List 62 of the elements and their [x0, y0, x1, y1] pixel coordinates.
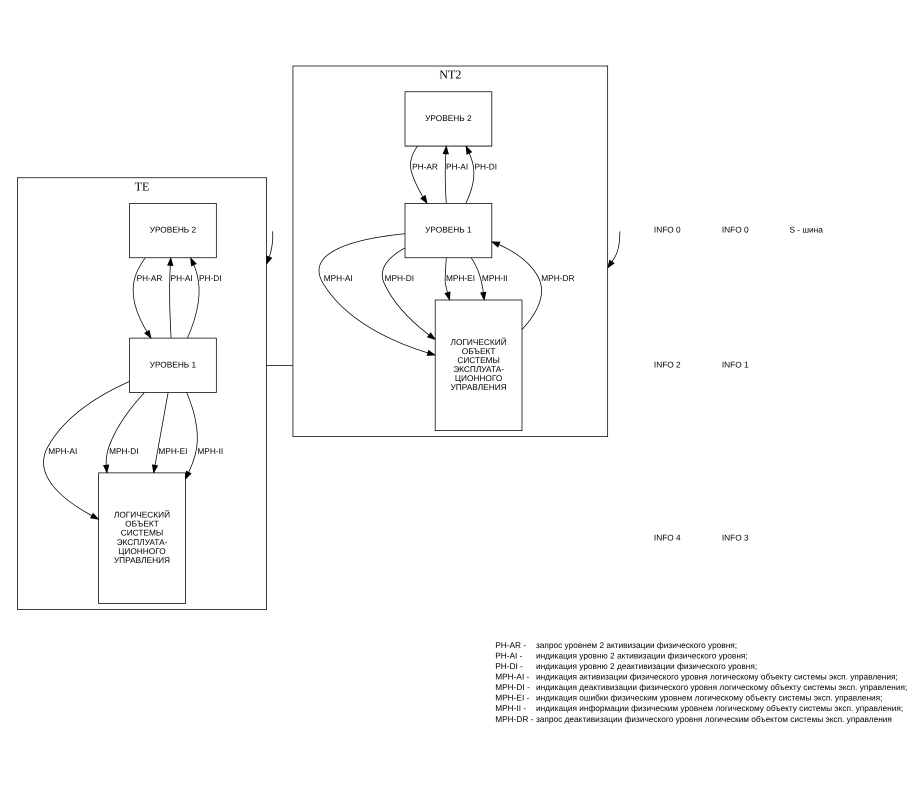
label: MPH-EI - — [495, 692, 530, 703]
label: INFO 0 — [722, 224, 749, 235]
arrow — [444, 258, 450, 302]
arrow — [152, 392, 168, 474]
edge-label: MPH-DR — [541, 273, 574, 284]
arrow — [132, 258, 152, 340]
edge-label: MPH-II — [482, 273, 508, 284]
label: запрос деактивизации физического уровня логическим объектом системы эксп. управления — [536, 714, 892, 724]
label: MPH-AI - — [495, 672, 530, 682]
arrow — [266, 231, 274, 266]
arrow — [470, 258, 486, 302]
connector — [266, 364, 294, 366]
arrow — [318, 233, 436, 356]
node-box: УРОВЕНЬ 1 — [404, 203, 492, 258]
label: MPH-DI - — [495, 682, 530, 692]
label: INFO 1 — [722, 359, 749, 370]
arrow — [43, 381, 130, 520]
arrow — [607, 231, 620, 269]
label: индикация деактивизации физического уровня логическому объекту системы эксп. управления; — [536, 682, 908, 692]
arrow — [184, 392, 198, 480]
label: PH-AI - — [495, 650, 522, 660]
edge-label: PH-DI — [198, 273, 222, 284]
arrow — [442, 145, 449, 204]
arrow — [382, 247, 436, 340]
arrow — [490, 241, 542, 330]
edge-label: MPH-DI — [384, 273, 414, 284]
label: индикация уровню 2 деактивизации физического уровня; — [536, 660, 758, 671]
edge-label: MPH-AI — [48, 446, 78, 456]
edge-label: MPH-EI — [446, 273, 476, 284]
edge-label: PH-AI — [446, 161, 468, 172]
edge-label: MPH-AI — [324, 273, 353, 284]
edge-label: PH-AI — [170, 273, 193, 284]
node-box: УРОВЕНЬ 2 — [129, 203, 217, 258]
label: PH-AR - — [495, 640, 526, 650]
node-box: УРОВЕНЬ 2 — [404, 91, 492, 146]
edge-label: PH-DI — [474, 161, 498, 172]
arrow — [187, 256, 200, 339]
arrow — [167, 256, 174, 338]
label: запрос уровнем 2 активизации физического уровня; — [536, 640, 738, 650]
label: INFO 3 — [722, 532, 749, 542]
node-box: ЛОГИЧЕСКИЙ ОБЪЕКТ СИСТЕМЫ ЭКСПЛУАТА- ЦИОННОГО УПРАВЛЕНИЯ — [98, 472, 186, 604]
arrow — [410, 146, 428, 204]
label: индикация уровню 2 активизации физического уровня; — [536, 650, 748, 660]
edge-label: MPH-II — [197, 446, 224, 456]
edge-label: PH-AR — [136, 273, 162, 284]
label: INFO 2 — [654, 359, 681, 370]
label: MPH-II - — [495, 703, 526, 714]
arrow — [465, 145, 474, 204]
edge-label: PH-AR — [412, 161, 438, 172]
label: индикация информации физическим уровнем логическому объекту системы эксп. управления; — [536, 703, 904, 714]
label: INFO 4 — [654, 532, 681, 542]
node-box: ЛОГИЧЕСКИЙ ОБЪЕКТ СИСТЕМЫ ЭКСПЛУАТА- ЦИОННОГО УПРАВЛЕНИЯ — [434, 300, 522, 431]
arrow — [103, 392, 145, 474]
label: S - шина — [789, 224, 823, 235]
label: INFO 0 — [654, 224, 681, 235]
edge-label: MPH-DI — [109, 446, 139, 456]
label: индикация ошибки физическим уровнем логическому объекту системы эксп. управления; — [536, 692, 882, 703]
edge-label: MPH-EI — [158, 446, 188, 456]
label: индикация активизации физического уровня логическому объекту системы эксп. управления; — [536, 672, 898, 682]
node-box: УРОВЕНЬ 1 — [129, 338, 217, 393]
label: PH-DI - — [495, 660, 523, 671]
label: MPH-DR - — [495, 714, 534, 724]
